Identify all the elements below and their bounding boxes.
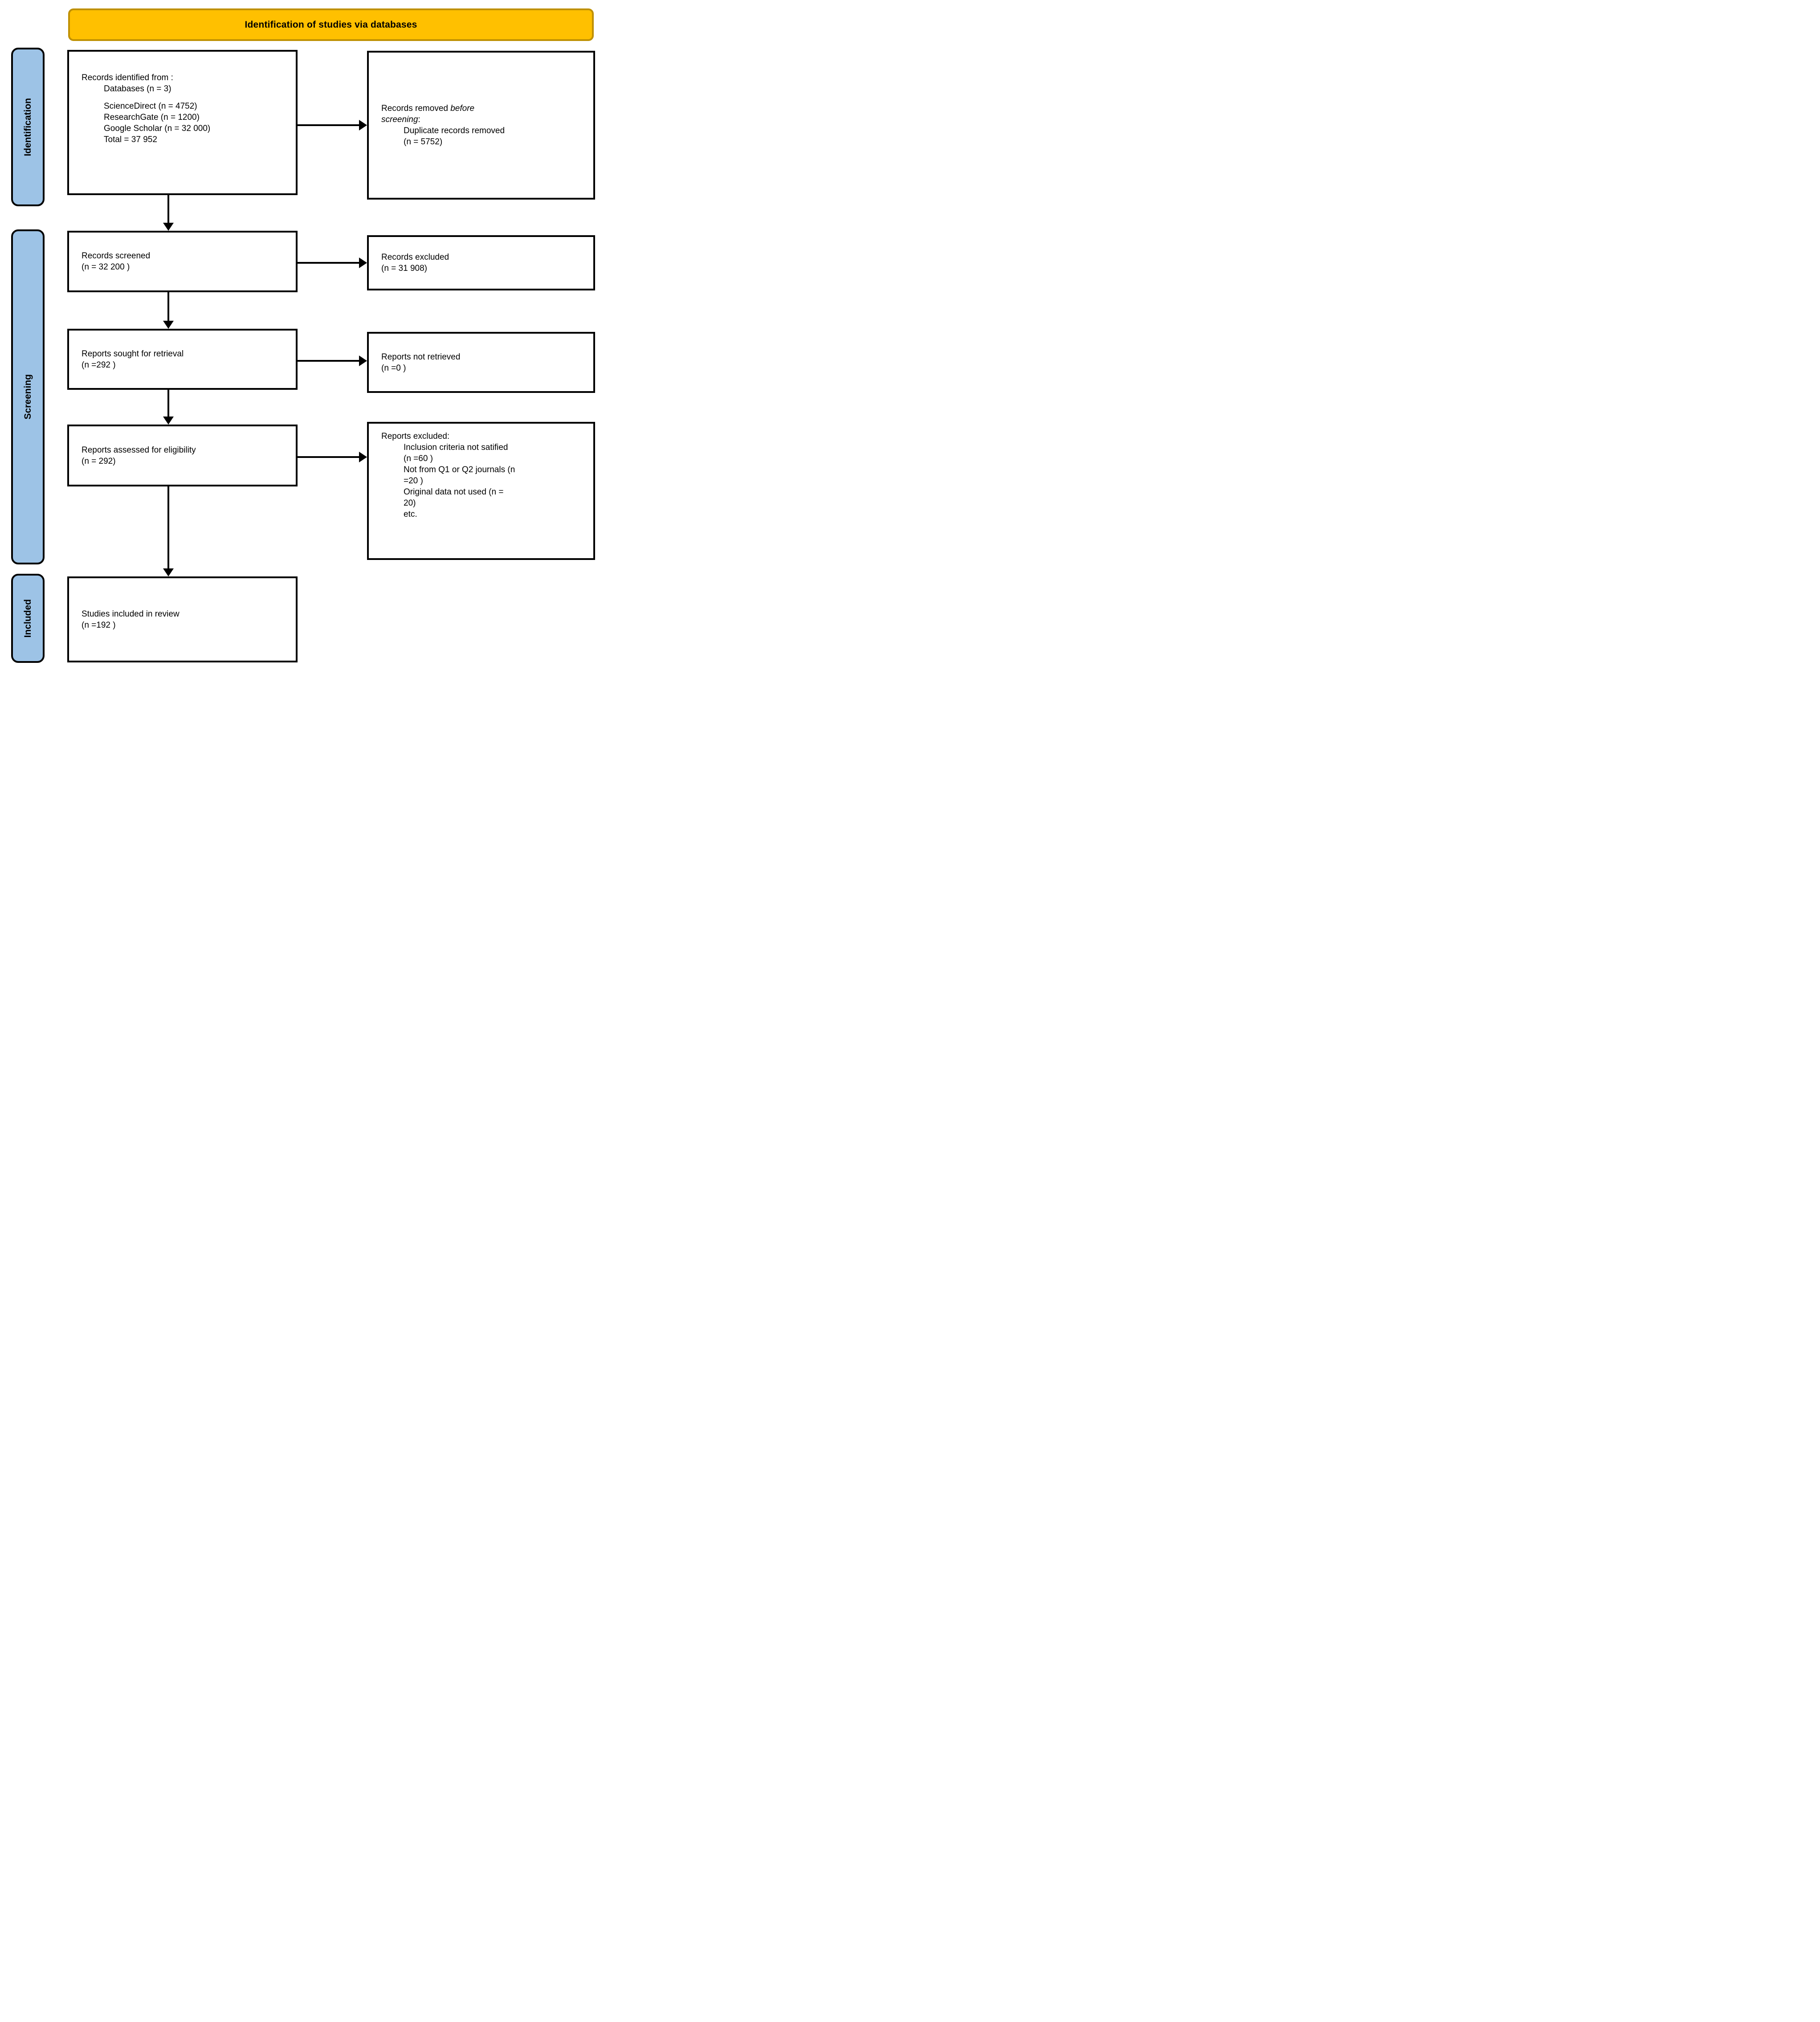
reports-assessed-line1: Reports assessed for eligibility <box>82 445 196 455</box>
records-removed-line2: screening: <box>381 114 587 125</box>
flow-box-records-screened: Records screened (n = 32 200 ) <box>67 231 298 292</box>
arrow-right-2-shaft <box>298 262 359 264</box>
stage-label-screening: Screening <box>11 229 45 564</box>
flow-box-reports-not-retrieved: Reports not retrieved (n =0 ) <box>367 332 595 393</box>
records-identified-line: ScienceDirect (n = 4752) <box>104 102 197 111</box>
reports-not-retrieved-line2: (n =0 ) <box>381 363 406 373</box>
arrow-right-1-shaft <box>298 124 359 126</box>
flow-box-records-removed: Records removed before screening: Duplic… <box>367 51 595 200</box>
flow-box-records-identified: Records identified from : Databases (n =… <box>67 50 298 195</box>
stage-label-included: Included <box>11 574 45 663</box>
reports-not-retrieved-line1: Reports not retrieved <box>381 352 461 362</box>
stage-label-included-text: Included <box>22 599 33 638</box>
flow-box-records-excluded: Records excluded (n = 31 908) <box>367 235 595 290</box>
flow-box-reports-sought: Reports sought for retrieval (n =292 ) <box>67 329 298 390</box>
header-title: Identification of studies via databases <box>245 19 417 30</box>
spacer <box>82 94 290 101</box>
flow-box-reports-assessed: Reports assessed for eligibility (n = 29… <box>67 425 298 486</box>
arrow-down-2-head <box>163 321 174 329</box>
flow-box-reports-excluded: Reports excluded: Inclusion criteria not… <box>367 422 595 560</box>
reports-excluded-line: Inclusion criteria not satified <box>404 443 508 452</box>
reports-excluded-line: (n =60 ) <box>404 454 433 463</box>
records-removed-detail1: Duplicate records removed <box>404 126 505 135</box>
records-excluded-line1: Records excluded <box>381 253 449 262</box>
stage-label-screening-text: Screening <box>22 374 33 420</box>
reports-excluded-line: etc. <box>404 510 417 519</box>
arrow-down-2-shaft <box>167 292 169 321</box>
arrow-down-4-head <box>163 568 174 576</box>
records-screened-line1: Records screened <box>82 251 151 261</box>
reports-excluded-title: Reports excluded: <box>381 432 450 441</box>
arrow-right-4-head <box>359 452 367 462</box>
arrow-right-4-shaft <box>298 456 359 458</box>
arrow-down-4-shaft <box>167 486 169 568</box>
arrow-down-1-shaft <box>167 195 169 223</box>
records-identified-line: Databases (n = 3) <box>104 84 171 94</box>
records-identified-line: Records identified from : <box>82 73 173 82</box>
reports-excluded-line: Not from Q1 or Q2 journals (n <box>404 465 515 474</box>
arrow-right-3-head <box>359 355 367 366</box>
reports-sought-line1: Reports sought for retrieval <box>82 349 184 359</box>
records-removed-line2-normal: : <box>418 115 420 124</box>
records-screened-line2: (n = 32 200 ) <box>82 262 130 272</box>
arrow-right-3-shaft <box>298 360 359 362</box>
arrow-down-1-head <box>163 223 174 231</box>
header-banner: Identification of studies via databases <box>68 8 594 41</box>
records-identified-line: Google Scholar (n = 32 000) <box>104 124 211 133</box>
arrow-right-1-head <box>359 120 367 131</box>
reports-assessed-line2: (n = 292) <box>82 456 116 466</box>
records-identified-line: ResearchGate (n = 1200) <box>104 113 200 122</box>
records-removed-line2-italic: screening <box>381 115 418 124</box>
records-identified-line: Total = 37 952 <box>104 135 157 144</box>
reports-sought-line2: (n =292 ) <box>82 360 116 370</box>
studies-included-line1: Studies included in review <box>82 609 180 619</box>
reports-excluded-line: Original data not used (n = <box>404 487 504 497</box>
reports-excluded-line: =20 ) <box>404 476 423 486</box>
records-removed-line1: Records removed before <box>381 103 587 114</box>
stage-label-identification-text: Identification <box>22 98 33 156</box>
arrow-right-2-head <box>359 257 367 268</box>
reports-excluded-line: 20) <box>404 498 416 508</box>
stage-label-identification: Identification <box>11 48 45 206</box>
records-removed-line1-normal: Records removed <box>381 104 451 113</box>
arrow-down-3-shaft <box>167 390 169 417</box>
records-excluded-line2: (n = 31 908) <box>381 264 427 273</box>
studies-included-line2: (n =192 ) <box>82 620 116 630</box>
arrow-down-3-head <box>163 417 174 425</box>
flow-box-studies-included: Studies included in review (n =192 ) <box>67 576 298 662</box>
records-removed-line1-italic: before <box>450 104 475 113</box>
records-removed-detail2: (n = 5752) <box>404 137 443 147</box>
